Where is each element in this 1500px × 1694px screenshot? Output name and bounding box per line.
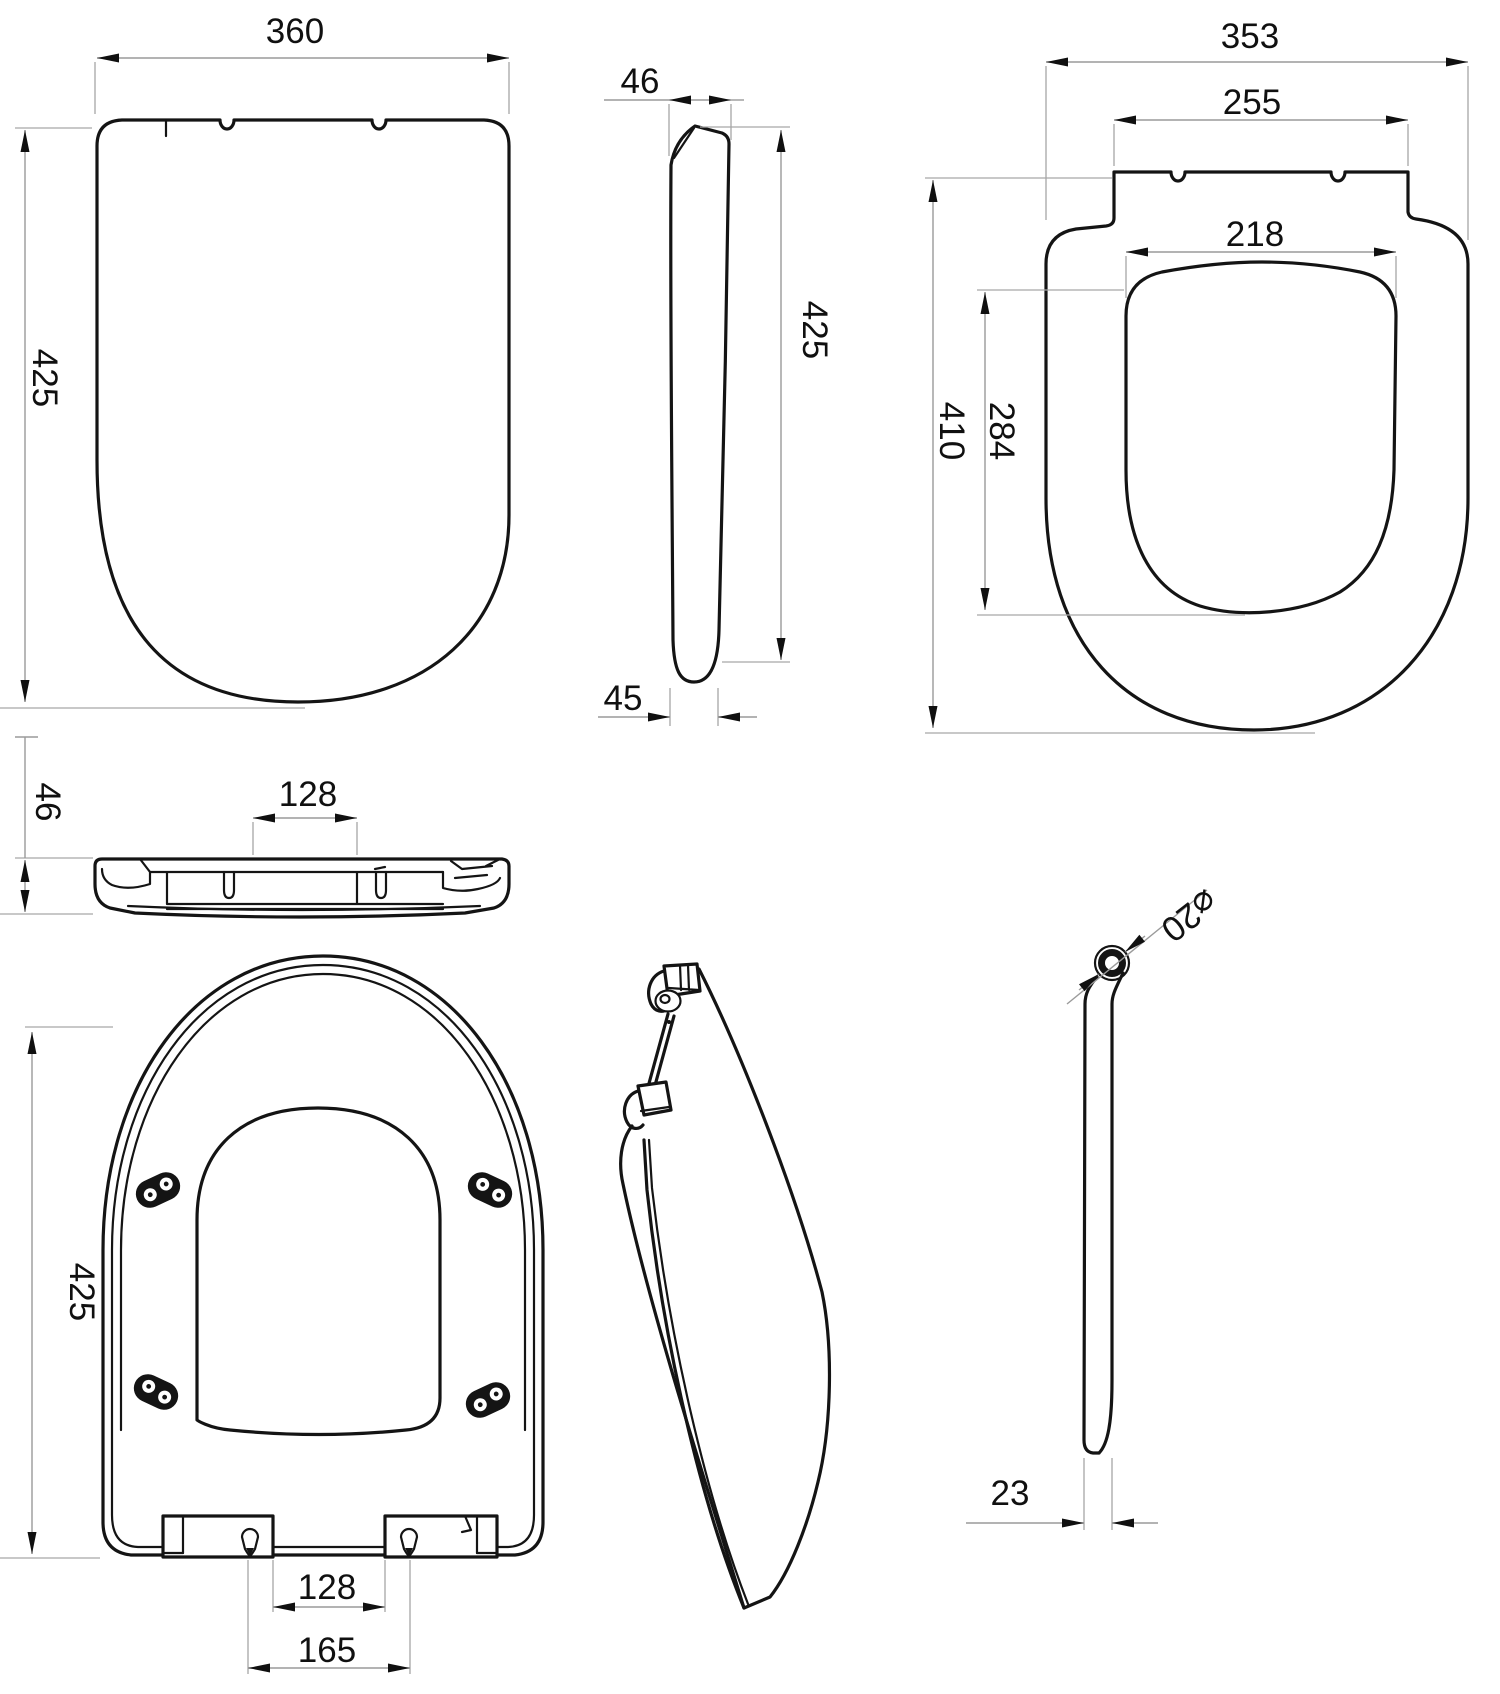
dim-profile-thickness: 23 (991, 1474, 1030, 1513)
dim-seat-top-outer-depth: 410 (932, 402, 971, 460)
seat-bottom-contour-3 (119, 972, 527, 1432)
hinge-bracket-right (383, 1514, 499, 1559)
hinge-pin-left (240, 1527, 260, 1558)
dim-lid-top-depth: 425 (25, 349, 64, 407)
lid-back-left-pocket (100, 857, 152, 889)
bumper-upper-left (135, 1172, 181, 1208)
lid-back-hinge-pins (222, 865, 388, 900)
dim-seat-bottom-depth: 425 (62, 1263, 101, 1321)
view-lid-back: 46 128 (0, 736, 511, 919)
profile-band (1082, 971, 1125, 1455)
dim-seat-top-tab-width: 255 (1223, 83, 1281, 122)
seat-bottom-outline (101, 954, 545, 1557)
bumper-lower-left (133, 1374, 179, 1410)
dim-lid-side-depth: 425 (795, 301, 834, 359)
view-lid-side: 46 425 45 (598, 62, 834, 726)
dim-seat-top-opening-width: 218 (1226, 215, 1284, 254)
perspective-hinge-top (647, 962, 702, 1024)
hinge-eye-ring (1098, 949, 1126, 977)
dim-lid-back-hinge-spacing: 128 (279, 775, 337, 814)
lid-outline (95, 118, 511, 704)
lid-side-crease (672, 126, 696, 160)
dim-lid-back-thickness: 46 (28, 783, 67, 822)
dim-lid-side-bottom-thickness: 45 (604, 679, 643, 718)
seat-opening-outline (1124, 260, 1398, 615)
view-seat-profile: ⌀20 23 (966, 882, 1225, 1530)
perspective-right-edge (642, 967, 832, 1610)
view-seat-top: 353 255 218 410 284 (925, 17, 1470, 734)
lid-back-right-pocket (441, 858, 502, 892)
seat-bottom-contour-2 (110, 963, 536, 1549)
hinge-bracket-left (161, 1514, 275, 1559)
bumper-upper-right (467, 1172, 513, 1208)
view-lid-perspective (619, 962, 832, 1610)
dim-lid-side-top-thickness: 46 (621, 62, 660, 101)
perspective-inner-edge (647, 1138, 750, 1606)
perspective-hinge-bottom (622, 1080, 673, 1130)
lid-back-inner-lines (148, 870, 445, 911)
hinge-pin-right (399, 1527, 419, 1558)
dim-profile-hinge-diameter: ⌀20 (1154, 882, 1225, 950)
view-seat-bottom: 425 128 165 (0, 954, 545, 1674)
dim-lid-top-width: 360 (266, 12, 324, 51)
dim-seat-top-opening-depth: 284 (982, 402, 1021, 460)
bumper-lower-right (465, 1382, 511, 1418)
view-lid-top: 360 425 (0, 12, 511, 709)
lid-side-outline (669, 124, 731, 684)
lid-back-outline (93, 857, 511, 919)
dim-seat-bottom-hinge-outer-spacing: 165 (298, 1631, 356, 1670)
seat-outline (1044, 170, 1470, 732)
dim-seat-top-outer-width: 353 (1221, 17, 1279, 56)
seat-bottom-opening (195, 1106, 442, 1437)
perspective-left-edge (619, 1124, 746, 1610)
dim-seat-bottom-hinge-inner-spacing: 128 (298, 1568, 356, 1607)
perspective-mid-edges (646, 1012, 676, 1091)
